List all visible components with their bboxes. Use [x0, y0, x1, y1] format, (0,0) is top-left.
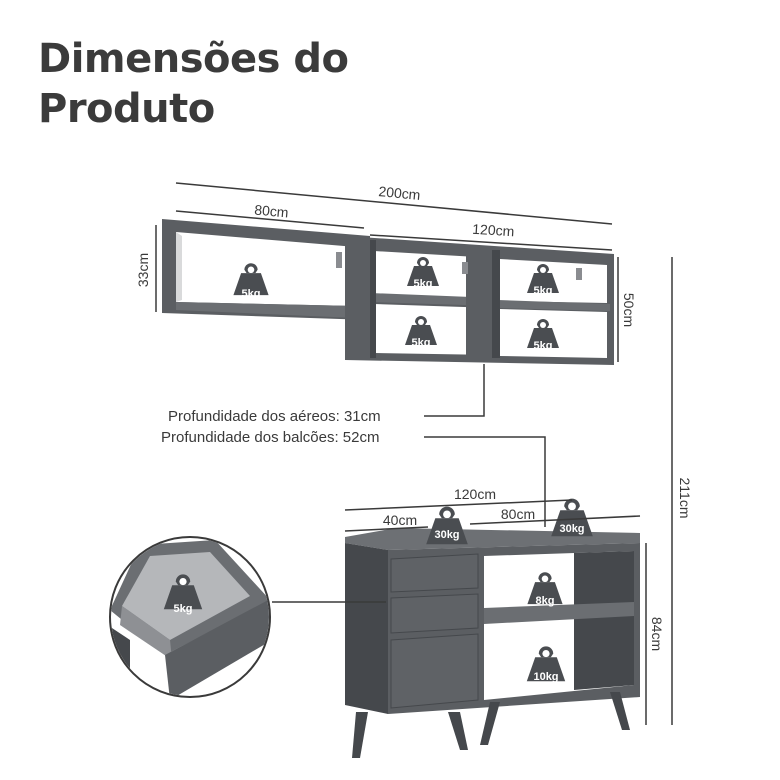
balcao-base-weight: 10kg — [526, 646, 566, 683]
aereo-bottom-mid-weight: 5kg — [405, 316, 437, 349]
title-line-2: Produto — [38, 86, 215, 132]
weight-label: 5kg — [412, 337, 431, 349]
aereo-right-height-label: 50cm — [621, 293, 637, 327]
weight-label: 5kg — [534, 285, 553, 297]
weight-label: 30kg — [434, 529, 459, 541]
balcao-top-left-weight: 30kg — [426, 506, 468, 545]
aereo-right-cabinet — [345, 236, 614, 365]
depth-leader-lines — [424, 364, 546, 527]
weight-label: 5kg — [534, 340, 553, 352]
balcao-width-label: 120cm — [454, 486, 496, 502]
weight-label: 10kg — [533, 671, 558, 683]
aereo-top-right-weight: 5kg — [527, 264, 559, 297]
aereo-dimension-lines — [155, 182, 673, 725]
aereo-big-weight: 5kg — [233, 263, 269, 300]
weight-label: 5kg — [414, 278, 433, 290]
balcao-shelf-weight: 8kg — [527, 572, 563, 607]
aereo-bottom-right-weight: 5kg — [527, 319, 559, 352]
aereo-left-height-label: 33cm — [135, 253, 151, 287]
balcao-height-label: 84cm — [649, 617, 665, 651]
balcao-left-width-label: 40cm — [383, 512, 417, 528]
total-height-label: 211cm — [677, 478, 693, 519]
balcao-cabinet — [345, 528, 640, 758]
aereo-top-mid-weight: 5kg — [407, 257, 439, 290]
weight-label: 8kg — [536, 595, 555, 607]
page-title: Dimensões do Produto — [38, 34, 349, 134]
weight-label: 5kg — [242, 288, 261, 300]
aereo-right-width-label: 120cm — [472, 221, 515, 240]
weight-label: 30kg — [559, 523, 584, 535]
balcao-dimension-lines — [272, 499, 647, 725]
weight-label: 5kg — [174, 603, 193, 615]
balcao-top-right-weight: 30kg — [551, 498, 593, 537]
title-line-1: Dimensões do — [38, 36, 349, 82]
aereo-left-cabinet — [162, 219, 370, 320]
balcoes-depth-note: Profundidade dos balcões: 52cm — [161, 429, 379, 446]
balcao-right-width-label: 80cm — [501, 506, 535, 522]
drawer-detail-circle — [109, 536, 271, 698]
total-width-label: 200cm — [378, 183, 421, 203]
aereo-left-width-label: 80cm — [254, 202, 289, 221]
aereos-depth-note: Profundidade dos aéreos: 31cm — [168, 408, 381, 425]
drawer-weight: 5kg — [163, 574, 203, 615]
